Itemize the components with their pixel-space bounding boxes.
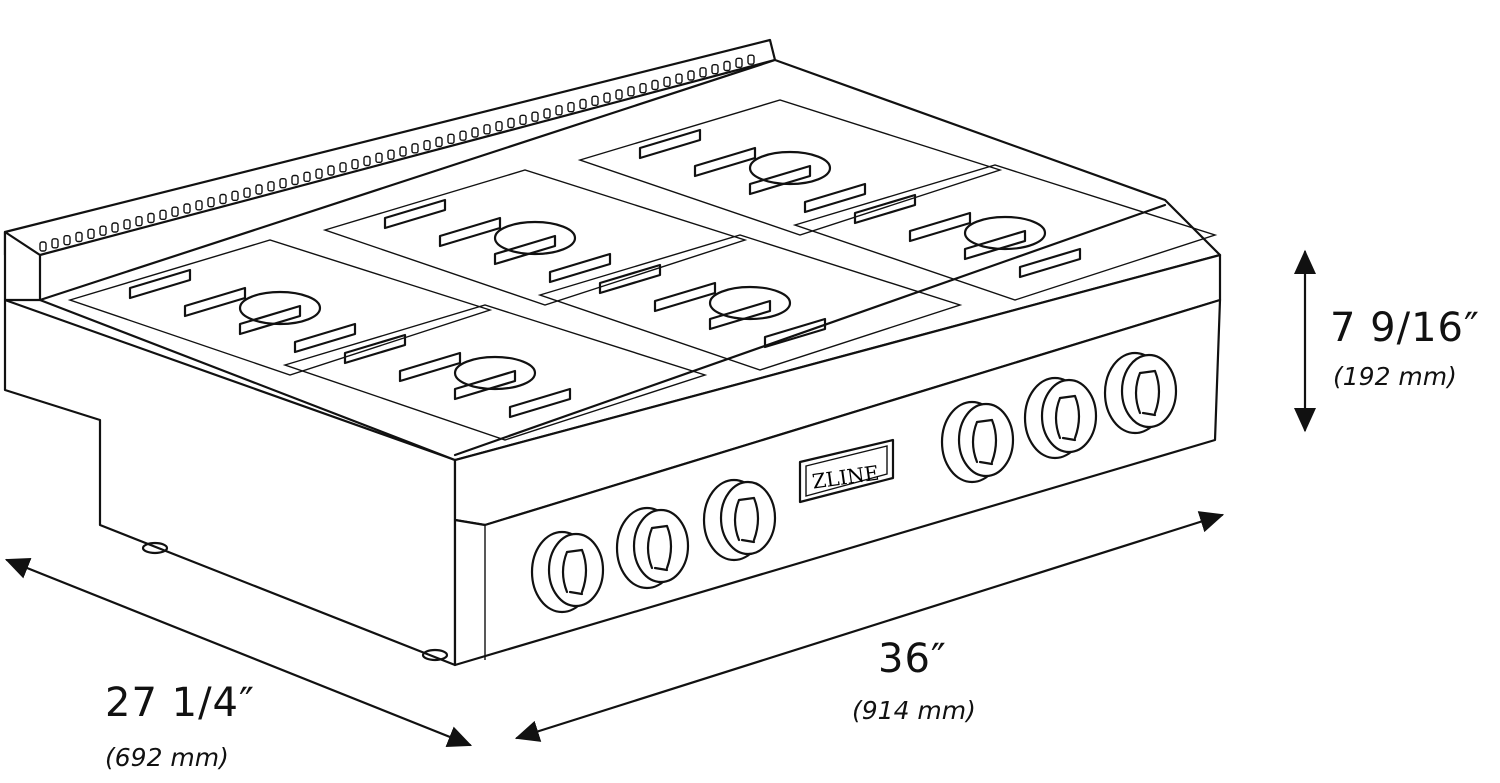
vent-slot [363, 155, 371, 167]
vent-slot [639, 82, 647, 94]
vent-slot [423, 139, 431, 151]
vent-slot [375, 152, 383, 164]
burner-grate [67, 239, 493, 376]
vent-slot [591, 95, 599, 107]
depth-dimension-arrow [4, 557, 473, 748]
vent-slot [303, 171, 311, 183]
vent-slot [123, 219, 131, 230]
vent-slot [567, 101, 575, 113]
depth-imperial-label: 27 1/4″ [105, 680, 255, 726]
vent-slot [699, 67, 707, 78]
burner-icon [748, 150, 832, 186]
vent-slot [63, 234, 71, 246]
depth-metric-label: (692 mm) [105, 743, 229, 772]
burner-grate [322, 169, 748, 306]
control-knob[interactable] [940, 400, 1015, 484]
vent-slot [531, 111, 539, 122]
control-knob[interactable] [702, 478, 777, 562]
burner-grate [537, 234, 963, 371]
height-metric-label: (192 mm) [1333, 362, 1457, 391]
vent-slot [111, 222, 119, 233]
vent-slot [627, 86, 635, 97]
vent-slot [279, 177, 287, 189]
vent-slot [267, 181, 275, 192]
vent-slot [51, 238, 59, 249]
vent-slot [87, 228, 95, 240]
vent-slot [663, 76, 671, 88]
vent-slot [555, 105, 563, 116]
vent-slot [291, 174, 299, 186]
vent-slot [615, 89, 623, 100]
vent-slot [411, 143, 419, 154]
vent-slot [723, 60, 731, 72]
burner-icon [708, 285, 792, 321]
vent-slot [351, 158, 359, 170]
vent-slot [459, 130, 467, 141]
vent-slot [675, 73, 683, 84]
vent-slot [435, 136, 443, 148]
vent-slot [207, 196, 215, 208]
vent-slot [603, 92, 611, 103]
vent-slot [171, 206, 179, 217]
height-imperial-label: 7 9/16″ [1330, 305, 1480, 351]
vent-slot [327, 165, 335, 176]
vent-slot [39, 241, 47, 252]
vent-slot [219, 193, 227, 205]
vent-slot [135, 215, 143, 227]
burner-grate [792, 164, 1218, 301]
width-dimension-arrow [514, 511, 1225, 742]
burner-icon [453, 355, 537, 391]
vent-slot [687, 70, 695, 81]
vent-slot [339, 162, 347, 173]
vent-slot [735, 57, 743, 69]
vent-slot [195, 200, 203, 211]
vent-slot [387, 149, 395, 160]
vent-slot [747, 54, 755, 65]
vent-slot [579, 98, 587, 110]
vent-slot [495, 120, 503, 132]
burner-icon [963, 215, 1047, 251]
vent-slot [399, 146, 407, 157]
foot [141, 541, 169, 555]
vent-slot [147, 212, 155, 224]
vent-slot [447, 133, 455, 145]
vent-slot [711, 63, 719, 75]
vent-slot [471, 127, 479, 138]
control-knob[interactable] [1023, 376, 1098, 460]
vent-slot [483, 124, 491, 135]
grates [67, 99, 1218, 457]
vent-slot [99, 225, 107, 236]
vent-slot [243, 187, 251, 198]
vent-slot [507, 117, 515, 129]
vent-slot [231, 190, 239, 202]
vent-slot [519, 114, 527, 126]
width-imperial-label: 36″ [878, 636, 947, 682]
width-metric-label: (914 mm) [852, 696, 976, 725]
vent-slot [651, 79, 659, 91]
vent-slot [159, 209, 167, 221]
back-guard [3, 38, 777, 302]
control-knob[interactable] [615, 506, 690, 590]
vent-slot [315, 168, 323, 179]
vent-slot [255, 184, 263, 195]
control-knob[interactable] [1103, 351, 1178, 435]
vent-slot [183, 203, 191, 214]
control-knob[interactable] [530, 530, 605, 614]
vent-slot [75, 231, 83, 243]
burner-grate [577, 99, 1003, 236]
burner-icon [238, 290, 322, 326]
burner-icon [493, 220, 577, 256]
vent-slot [543, 108, 551, 119]
burner-grate [282, 304, 708, 441]
